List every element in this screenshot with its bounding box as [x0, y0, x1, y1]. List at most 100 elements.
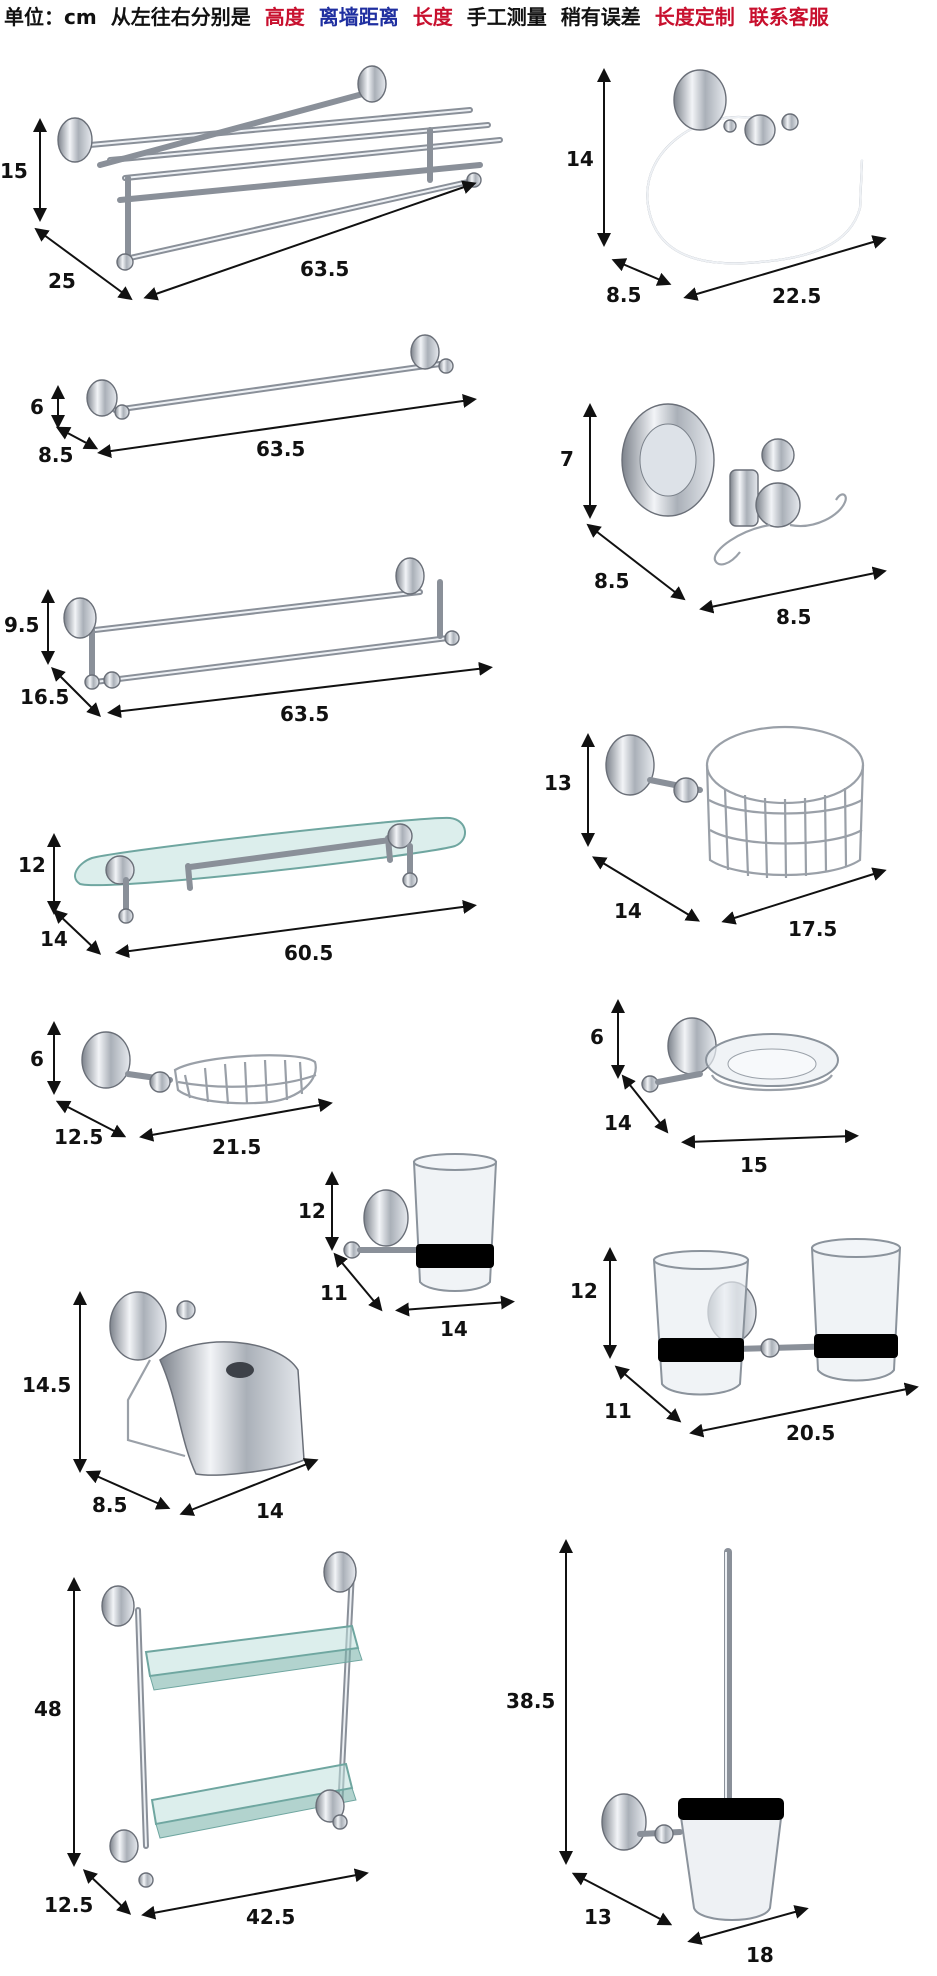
length-value: 63.5 [256, 437, 305, 461]
double-towel-bar-dims: 9.5 16.5 63.5 [4, 589, 493, 726]
length-value: 22.5 [772, 284, 821, 308]
order-intro: 从左往右分别是 [110, 5, 251, 29]
wire-basket: 13 14 17.5 [544, 725, 887, 941]
robe-hook-dims: 7 8.5 8.5 [560, 403, 887, 629]
double-towel-bar-drawing [63, 557, 460, 690]
wall-distance-legend: 离墙距离 [318, 5, 399, 29]
length-value: 14 [256, 1499, 284, 1523]
double-towel-bar: 9.5 16.5 63.5 [4, 557, 493, 726]
wire-basket-drawing [605, 725, 865, 879]
height-value: 12 [18, 853, 46, 877]
height-value: 38.5 [506, 1689, 555, 1713]
soap-basket-dims: 6 12.5 21.5 [30, 1021, 333, 1159]
length-value: 21.5 [212, 1135, 261, 1159]
length-arrow [689, 1382, 919, 1438]
depth-arrow [55, 426, 99, 450]
towel-rack-shelf-drawing [57, 65, 503, 271]
depth-arrow [52, 909, 102, 955]
length-arrow [97, 394, 477, 458]
paper-holder-drawing [109, 1291, 305, 1476]
depth-value: 14 [40, 927, 68, 951]
toilet-brush-drawing [601, 1548, 784, 1921]
soap-dish-dims: 6 14 15 [590, 999, 859, 1177]
slight-error-note: 稍有误差 [560, 5, 641, 29]
depth-value: 13 [584, 1905, 612, 1929]
depth-value: 8.5 [92, 1493, 127, 1517]
length-arrow [179, 1458, 319, 1516]
double-glass-shelf-dims: 48 12.5 42.5 [34, 1577, 369, 1929]
height-value: 14.5 [22, 1373, 71, 1397]
length-arrow [115, 899, 477, 959]
depth-value: 8.5 [38, 443, 73, 467]
height-value: 15 [0, 159, 28, 183]
depth-value: 14 [614, 899, 642, 923]
depth-arrow [611, 258, 672, 286]
towel-rack-shelf: 15 25 63.5 [0, 65, 503, 301]
soap-dish: 6 14 15 [590, 999, 859, 1177]
depth-value: 11 [604, 1399, 632, 1423]
depth-value: 8.5 [606, 283, 641, 307]
length-value: 18 [746, 1943, 774, 1967]
single-tumbler-dims: 12 11 14 [298, 1171, 515, 1341]
length-value: 42.5 [246, 1905, 295, 1929]
single-towel-bar-dims: 6 8.5 63.5 [30, 385, 477, 467]
depth-arrow [51, 667, 101, 717]
robe-hook: 7 8.5 8.5 [560, 403, 887, 629]
robe-hook-drawing [621, 403, 847, 566]
units-label: 单位：cm [4, 5, 97, 29]
depth-arrow [621, 1074, 669, 1134]
length-value: 17.5 [788, 917, 837, 941]
soap-basket: 6 12.5 21.5 [30, 1021, 333, 1159]
glass-shelf-drawing [74, 816, 466, 924]
length-arrow [139, 1098, 333, 1142]
height-value: 7 [560, 447, 574, 471]
depth-arrow [85, 1470, 171, 1510]
length-arrow [395, 1295, 515, 1317]
depth-arrow [571, 1872, 673, 1926]
length-value: 15 [740, 1153, 768, 1177]
paper-holder: 14.5 8.5 14 [22, 1291, 319, 1523]
double-tumbler-dims: 12 11 20.5 [570, 1247, 919, 1445]
depth-value: 11 [320, 1281, 348, 1305]
wire-basket-dims: 13 14 17.5 [544, 733, 887, 941]
towel-rack-shelf-dims: 15 25 63.5 [0, 118, 477, 301]
height-value: 9.5 [4, 613, 39, 637]
depth-arrow [614, 1365, 682, 1423]
contact-service-note: 联系客服 [748, 5, 829, 29]
length-arrow [681, 1129, 859, 1149]
single-towel-bar: 6 8.5 63.5 [30, 334, 477, 467]
height-value: 48 [34, 1697, 62, 1721]
toilet-brush: 38.5 13 18 [506, 1539, 809, 1967]
height-value: 6 [30, 1047, 44, 1071]
double-tumbler: 12 11 20.5 [570, 1238, 919, 1445]
double-glass-shelf-drawing [101, 1551, 363, 1888]
depth-arrow [586, 523, 686, 601]
depth-value: 8.5 [594, 569, 629, 593]
length-value: 63.5 [280, 702, 329, 726]
length-value: 8.5 [776, 605, 811, 629]
toilet-brush-dims: 38.5 13 18 [506, 1539, 809, 1967]
depth-value: 16.5 [20, 685, 69, 709]
manual-measure-note: 手工测量 [466, 5, 547, 29]
soap-basket-drawing [81, 1031, 317, 1105]
glass-shelf-dims: 12 14 60.5 [18, 833, 477, 965]
depth-arrow [34, 227, 133, 301]
length-value: 14 [440, 1317, 468, 1341]
length-arrow [699, 566, 887, 614]
towel-ring-drawing [646, 69, 864, 265]
length-value: 60.5 [284, 941, 333, 965]
length-custom-note: 长度定制 [654, 5, 735, 29]
length-value: 20.5 [786, 1421, 835, 1445]
length-value: 63.5 [300, 257, 349, 281]
paper-holder-dims: 14.5 8.5 14 [22, 1291, 319, 1523]
depth-arrow [333, 1252, 383, 1312]
length-arrow [683, 235, 887, 301]
glass-shelf: 12 14 60.5 [18, 816, 477, 965]
height-value: 14 [566, 147, 594, 171]
single-tumbler-drawing [343, 1153, 498, 1292]
double-tumbler-drawing [652, 1238, 902, 1396]
double-glass-shelf: 48 12.5 42.5 [34, 1551, 369, 1929]
depth-value: 14 [604, 1111, 632, 1135]
towel-ring-dims: 14 8.5 22.5 [566, 68, 887, 308]
